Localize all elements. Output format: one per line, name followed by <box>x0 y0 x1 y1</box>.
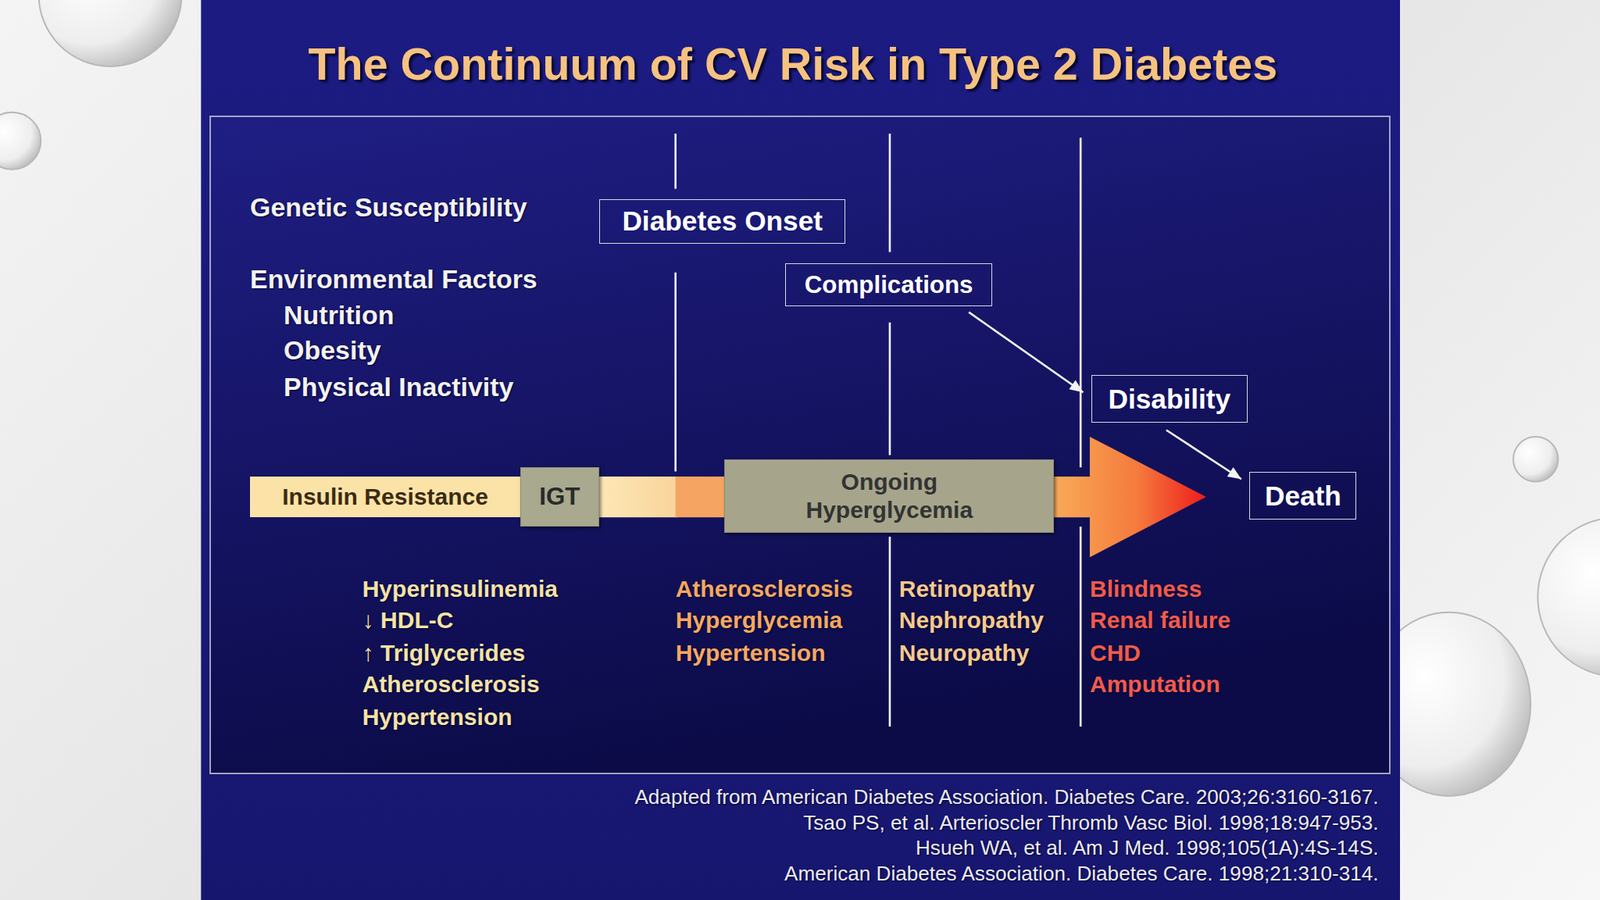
condition-band: Insulin Resistance <box>250 476 521 518</box>
reference-text: Tsao PS, et al. Arterioscler Thromb Vasc… <box>803 810 1379 835</box>
box-label: Death <box>1264 479 1342 513</box>
water-drop <box>39 0 183 67</box>
stage-feature: Neuropathy <box>899 639 1030 668</box>
stage-feature: Nephropathy <box>899 607 1044 635</box>
stage-feature: Amputation <box>1089 671 1221 699</box>
box-label: Complications <box>804 270 974 300</box>
stage-feature: Hypertension <box>675 639 826 668</box>
condition-box: Ongoing Hyperglycemia <box>724 459 1054 533</box>
stage-feature: Physical Inactivity <box>283 372 514 404</box>
stage-feature: Obesity <box>283 335 381 367</box>
stage-box: Disability <box>1091 375 1248 423</box>
slide-panel <box>200 0 1400 900</box>
divider-line <box>1079 137 1083 468</box>
divider-line <box>889 133 892 253</box>
stage-feature: Blindness <box>1089 575 1203 603</box>
slide-title: The Continuum of CV Risk in Type 2 Diabe… <box>307 38 1278 90</box>
stage-feature: Hyperglycemia <box>675 607 843 635</box>
divider-line <box>674 272 677 472</box>
reference-text: Adapted from American Diabetes Associati… <box>634 785 1379 809</box>
stage-box: Diabetes Onset <box>599 199 846 244</box>
stage-feature: Atherosclerosis <box>362 671 540 699</box>
stage-feature: ↑ Triglycerides <box>362 639 526 668</box>
box-label: Disability <box>1107 382 1231 416</box>
water-drop <box>1513 436 1558 482</box>
arrow-head <box>1068 380 1083 393</box>
box-label: IGT <box>539 482 580 512</box>
water-drop <box>0 112 41 170</box>
stage-feature: Genetic Susceptibility <box>250 192 528 224</box>
condition-box: IGT <box>520 467 600 527</box>
arrow-shaft <box>1166 430 1242 480</box>
stage-feature: Atherosclerosis <box>675 575 854 603</box>
flow-arrow <box>968 312 1083 393</box>
stage-feature: Hypertension <box>362 703 513 732</box>
arrow-head <box>1227 467 1242 479</box>
stage-feature: Environmental Factors <box>250 264 538 295</box>
divider-line <box>889 536 892 727</box>
progression-band <box>596 476 678 518</box>
stage-feature: CHD <box>1089 639 1141 668</box>
stage-feature: Retinopathy <box>899 575 1036 603</box>
stage-box: Complications <box>785 263 993 307</box>
reference-text: American Diabetes Association. Diabetes … <box>784 861 1379 886</box>
divider-line <box>674 133 677 190</box>
progression-band <box>675 476 727 518</box>
box-label: Ongoing Hyperglycemia <box>777 467 1002 525</box>
diagram-frame <box>210 116 1390 774</box>
box-label: Insulin Resistance <box>282 482 489 511</box>
divider-line <box>1079 526 1083 727</box>
stage-feature: Renal failure <box>1089 607 1231 635</box>
outcome-box: Death <box>1249 471 1357 520</box>
stage-feature: Hyperinsulinemia <box>362 575 558 603</box>
reference-text: Hsueh WA, et al. Am J Med. 1998;105(1A):… <box>915 835 1379 860</box>
progression-arrow <box>1050 436 1207 558</box>
arrow-shaft <box>968 312 1083 393</box>
flow-arrow <box>1166 430 1242 480</box>
divider-line <box>889 322 892 456</box>
stage-feature: ↓ HDL-C <box>362 607 454 635</box>
box-label: Diabetes Onset <box>621 204 823 238</box>
stage-feature: Nutrition <box>283 300 394 331</box>
water-drop <box>1537 517 1600 677</box>
